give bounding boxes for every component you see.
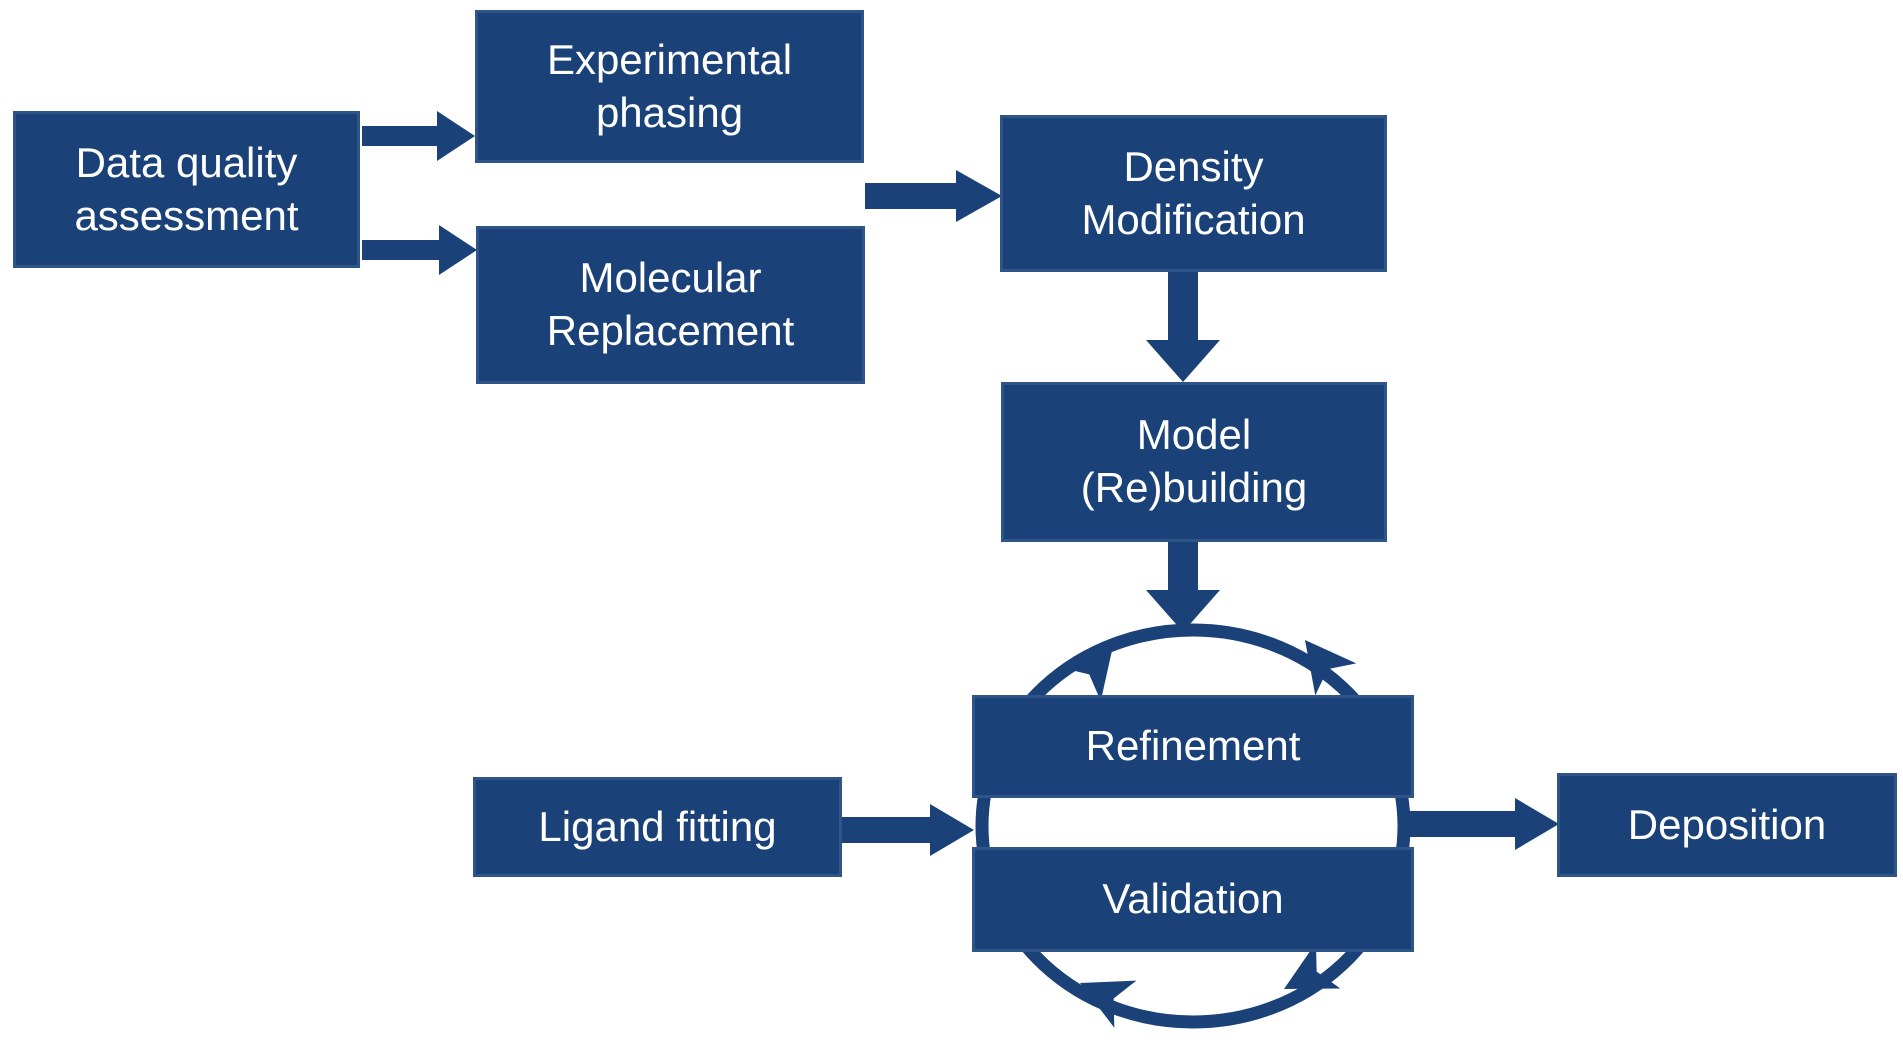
node-label-line: Experimental (546, 35, 793, 83)
node-label-line: Density (1123, 142, 1264, 190)
node-refinement: Refinement (972, 695, 1414, 798)
node-data-quality-assessment: Data quality assessment (13, 111, 360, 268)
node-molecular-replacement: Molecular Replacement (476, 226, 865, 384)
arrow-cycle-to-deposition (1408, 798, 1559, 850)
cycle-arrowhead-top-right (1305, 640, 1357, 696)
node-label-line: Data quality (75, 138, 298, 186)
node-validation: Validation (972, 847, 1414, 952)
cycle-arrowhead-bottom-right (1284, 942, 1341, 989)
node-label-line: Model (1136, 411, 1252, 459)
node-label-line: Modification (1081, 195, 1306, 243)
node-label-line: Molecular (579, 254, 762, 302)
node-label-line: Ligand fitting (538, 802, 777, 850)
arrow-to-density-modification (865, 170, 1002, 222)
node-label-line: (Re)building (1080, 464, 1308, 511)
node-density-modification: Density Modification (1000, 115, 1387, 272)
cycle-ring (975, 623, 1411, 1029)
node-deposition: Deposition (1557, 773, 1897, 877)
node-ligand-fitting: Ligand fitting (473, 777, 842, 877)
node-label-line: Validation (1102, 875, 1284, 923)
node-label-line: Replacement (546, 307, 795, 354)
node-label-line: Refinement (1085, 722, 1301, 770)
node-experimental-phasing: Experimental phasing (475, 10, 864, 163)
arrow-model-to-cycle (1146, 542, 1220, 632)
arrow-dqa-to-experimental-phasing (362, 111, 475, 161)
cycle-arrowhead-bottom-left (1080, 980, 1137, 1028)
node-label-line: phasing (595, 88, 744, 136)
arrow-dqa-to-molecular-replacement (362, 225, 477, 275)
node-model-rebuilding: Model (Re)building (1001, 382, 1387, 542)
cycle-arrowhead-top-left (1060, 646, 1113, 702)
node-label-line: assessment (74, 191, 299, 239)
arrow-density-to-model-rebuilding (1146, 272, 1220, 382)
node-label-line: Deposition (1627, 800, 1827, 848)
arrow-ligand-to-cycle (842, 804, 974, 856)
